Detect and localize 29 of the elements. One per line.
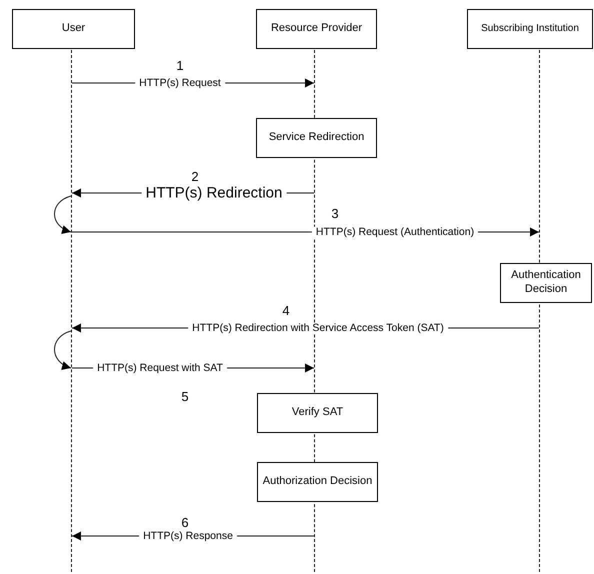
- step-number: 2: [191, 170, 199, 183]
- edge-label: HTTP(s) Request with SAT: [93, 362, 227, 374]
- self-loop-arrow: [54, 330, 72, 370]
- activity-label: Verify SAT: [290, 406, 344, 420]
- activity-box: [256, 118, 377, 158]
- participant-box: [12, 9, 135, 49]
- edge-label: HTTP(s) Redirection with Service Access Token (SAT): [188, 322, 448, 334]
- participant-box: [256, 9, 377, 49]
- step-number: 3: [331, 207, 339, 220]
- participant-box: [467, 9, 593, 49]
- participant-name: User: [60, 22, 86, 36]
- edge-label: HTTP(s) Request: [135, 78, 225, 88]
- step-number: 6: [181, 516, 189, 529]
- participant-name: Subscribing Institution: [481, 22, 579, 36]
- activity-box: [257, 462, 378, 502]
- self-loop-arrow: [54, 196, 72, 234]
- activity-label: Authorization Decision: [262, 475, 374, 489]
- step-number: 1: [176, 59, 184, 72]
- activity-box: [500, 263, 592, 303]
- activity-box: [257, 393, 378, 433]
- lifeline: [71, 50, 72, 572]
- step-number: 4: [282, 304, 290, 317]
- edge-label: HTTP(s) Request (Authentication): [312, 226, 478, 238]
- activity-label: Service Redirection: [268, 131, 366, 145]
- step-number: 5: [181, 390, 189, 403]
- participant-name: Resource Provider: [270, 22, 364, 36]
- edge-label: HTTP(s) Response: [139, 530, 237, 542]
- activity-label: Authentication Decision: [510, 269, 582, 297]
- edge-label: HTTP(s) Redirection: [142, 186, 286, 200]
